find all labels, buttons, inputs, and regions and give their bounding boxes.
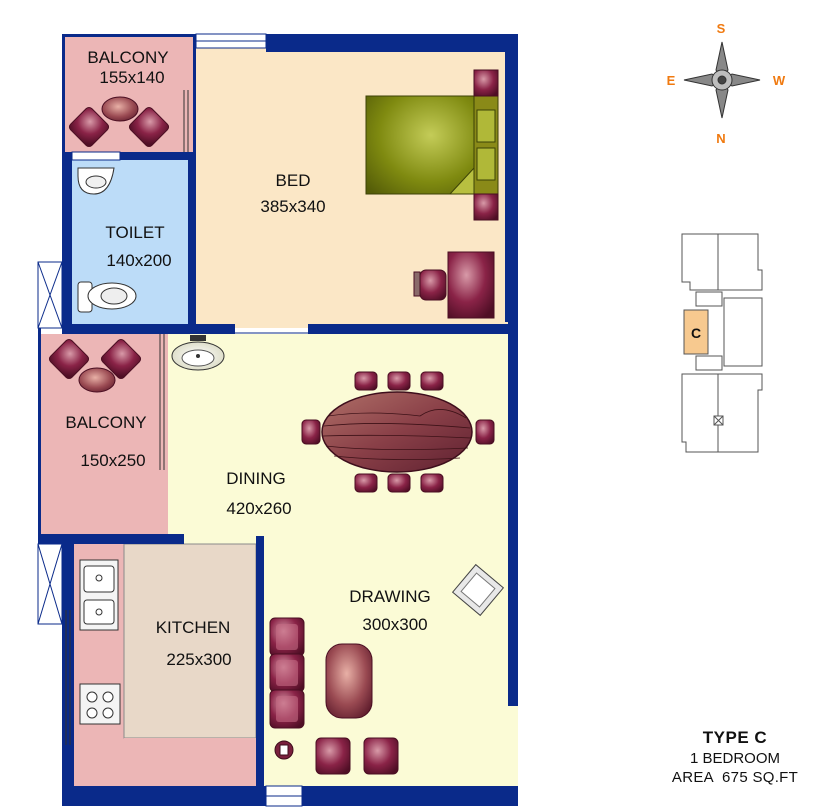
windows (37, 33, 303, 807)
bed-furniture (365, 69, 499, 221)
balcony-left-furniture (48, 338, 142, 393)
compass-north: N (716, 131, 725, 146)
compass-east: E (667, 73, 676, 88)
balcony-top-name: BALCONY (87, 48, 168, 67)
balcony-left-name: BALCONY (65, 413, 146, 432)
unit-area: AREA 675 SQ.FT (671, 769, 799, 786)
compass: S E W N (667, 21, 786, 146)
dining-size: 420x260 (226, 499, 291, 518)
keyplan-unit-label: C (691, 325, 701, 341)
compass-west: W (773, 73, 786, 88)
kitchen-name: KITCHEN (156, 618, 231, 637)
bed-size: 385x340 (260, 197, 325, 216)
unit-bedrooms: 1 BEDROOM (689, 750, 780, 767)
kitchen-floor (123, 543, 257, 739)
balcony-top-size: 155x140 (99, 68, 164, 87)
kitchen-lower-floor (124, 738, 256, 786)
compass-south: S (717, 21, 726, 36)
unit-type: TYPE C (702, 728, 768, 747)
drawing-size: 300x300 (362, 615, 427, 634)
bed-name: BED (276, 171, 311, 190)
keyplan-unit-c (683, 309, 709, 355)
toilet-name: TOILET (105, 223, 164, 242)
room-labels: BALCONY 155x140 BED 385x340 TOILET 140x2… (65, 48, 430, 669)
unit-info: TYPE C 1 BEDROOM AREA 675 SQ.FT (640, 728, 830, 786)
desk-furniture (413, 251, 495, 319)
drawing-name: DRAWING (349, 587, 431, 606)
compass-rose-icon (683, 41, 761, 119)
toilet-size: 140x200 (106, 251, 171, 270)
wash-basin (171, 335, 225, 371)
kitchen-fixtures (79, 559, 121, 725)
dining-name: DINING (226, 469, 286, 488)
dining-set (301, 371, 495, 493)
toilet-fixtures (77, 167, 137, 313)
kitchen-size: 225x300 (166, 650, 231, 669)
key-plan: C (681, 233, 763, 453)
sofa-set (269, 563, 505, 775)
window-toilet-top (71, 151, 121, 161)
balcony-left-size: 150x250 (80, 451, 145, 470)
balcony-top-furniture (68, 96, 170, 148)
walls (38, 34, 518, 806)
sliding-doors (65, 90, 308, 745)
